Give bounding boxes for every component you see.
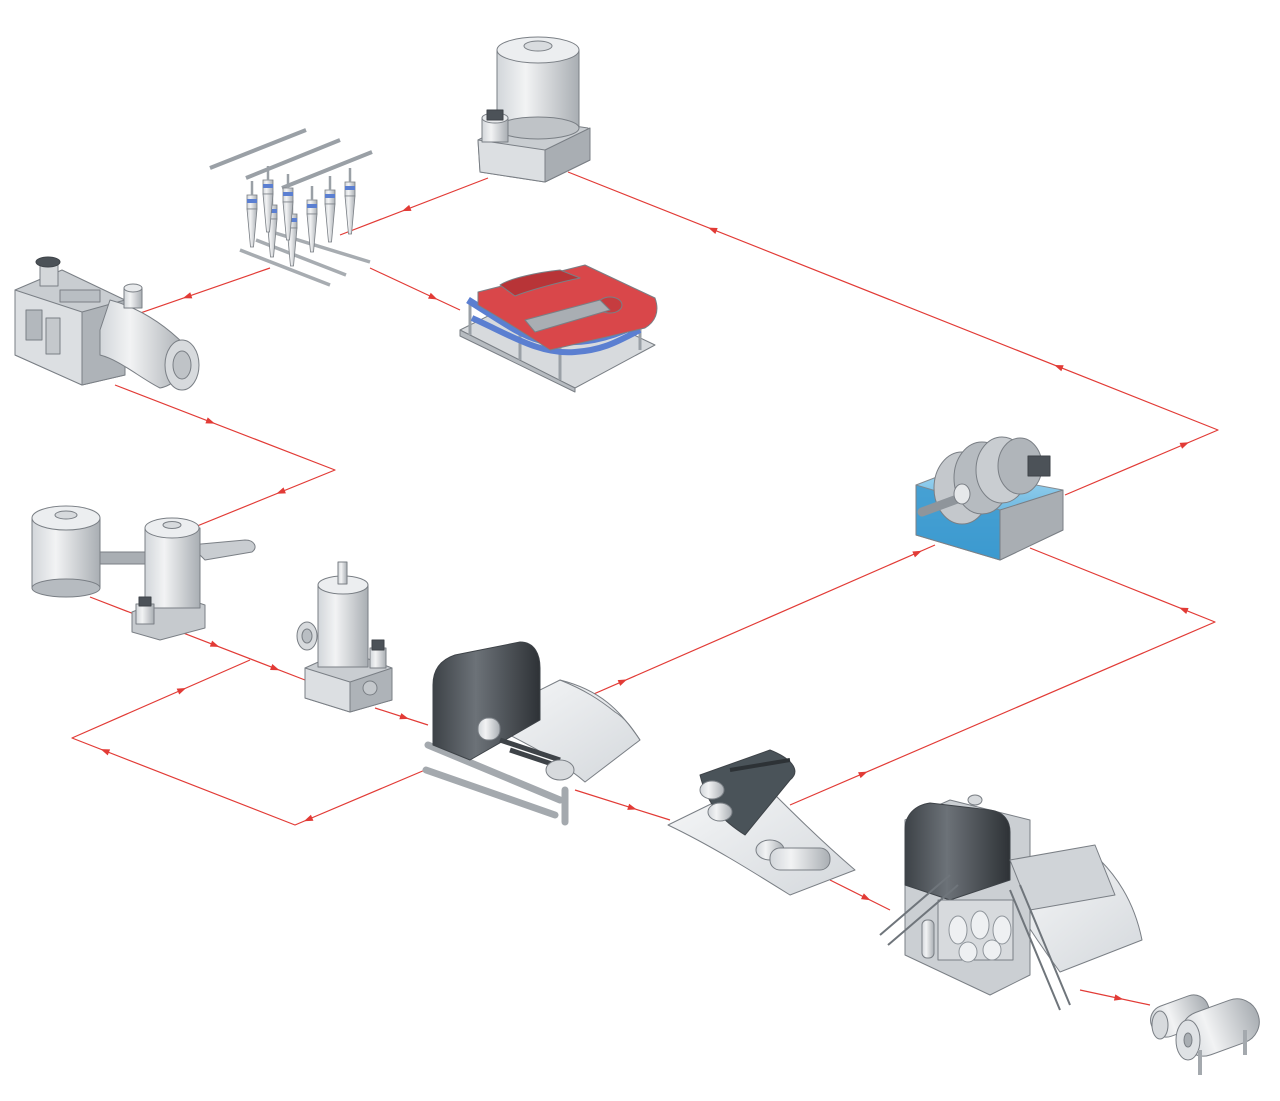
flow-arrow-icon: [401, 204, 412, 212]
dryer-section[interactable]: [879, 794, 1143, 1011]
white-water-disc-filter[interactable]: [915, 436, 1064, 561]
hydrocyclone: [344, 168, 356, 235]
flow-arrow-icon: [1179, 442, 1190, 449]
disc-filter-icon: [915, 436, 1064, 561]
flow-arrow-icon: [176, 687, 187, 695]
conical-refiner-icon: [14, 256, 200, 391]
flow-arrow-icon: [617, 679, 628, 686]
flow-arrow-icon: [627, 803, 637, 810]
flow-storage-to-cleaners: [339, 177, 489, 236]
press-rolls-icon: [667, 749, 856, 896]
reel-section[interactable]: [1146, 991, 1265, 1075]
flow-former-loop: [71, 659, 426, 826]
mixing-tanks[interactable]: [31, 505, 256, 641]
belt-thickener[interactable]: [459, 264, 658, 393]
flow-arrow-icon: [708, 227, 718, 234]
headbox-wire-section[interactable]: [422, 641, 641, 826]
flow-arrow-icon: [1054, 364, 1064, 372]
flow-mixing-to-screen: [89, 596, 306, 681]
flow-refiner-to-mixing: [114, 384, 336, 536]
flow-press-to-dryer: [829, 879, 891, 911]
pressure-screen[interactable]: [296, 561, 393, 713]
flow-former-to-filter: [579, 544, 936, 701]
stock-storage-tank[interactable]: [477, 36, 591, 183]
flow-arrow-icon: [270, 663, 280, 671]
flow-filter-to-storage: [567, 171, 1219, 496]
flow-press-to-filter: [789, 547, 1216, 806]
flow-cleaners-to-thickener: [369, 267, 461, 311]
hydrocyclone: [262, 166, 274, 233]
flow-arrow-icon: [1179, 607, 1189, 614]
flow-arrow-icon: [209, 640, 220, 647]
flow-arrow-icon: [205, 417, 215, 424]
twin-tank-icon: [31, 505, 256, 641]
flow-arrow-icon: [912, 550, 922, 558]
flow-arrow-icon: [860, 893, 871, 901]
tank-on-base-icon: [477, 36, 591, 183]
flow-arrow-icon: [428, 292, 438, 300]
hydrocyclone-bank-icon: [209, 128, 373, 287]
refiner[interactable]: [14, 256, 200, 391]
paper-reel-icon: [1150, 994, 1260, 1075]
flow-arrow-icon: [303, 814, 314, 822]
forming-section-icon: [422, 641, 641, 826]
flow-lines: [71, 171, 1219, 1006]
flow-arrow-icon: [399, 713, 409, 720]
flow-cleaners-to-refiner: [119, 267, 271, 321]
flow-arrow-icon: [1113, 994, 1124, 1001]
flow-former-to-press: [574, 789, 671, 821]
press-section[interactable]: [667, 749, 856, 896]
flow-arrow-icon: [182, 292, 193, 299]
hydrocyclone: [324, 176, 336, 243]
hydrocyclone: [282, 174, 294, 241]
flow-arrow-icon: [858, 771, 868, 779]
centrifugal-cleaners[interactable]: [209, 128, 373, 287]
flow-arrow-icon: [276, 487, 286, 494]
flow-arrow-icon: [100, 749, 111, 756]
hydrocyclone: [246, 181, 258, 248]
pressure-screen-icon: [296, 561, 393, 713]
belt-press-icon: [459, 264, 658, 393]
hydrocyclone: [306, 186, 318, 253]
dryer-hood-icon: [879, 794, 1143, 1011]
